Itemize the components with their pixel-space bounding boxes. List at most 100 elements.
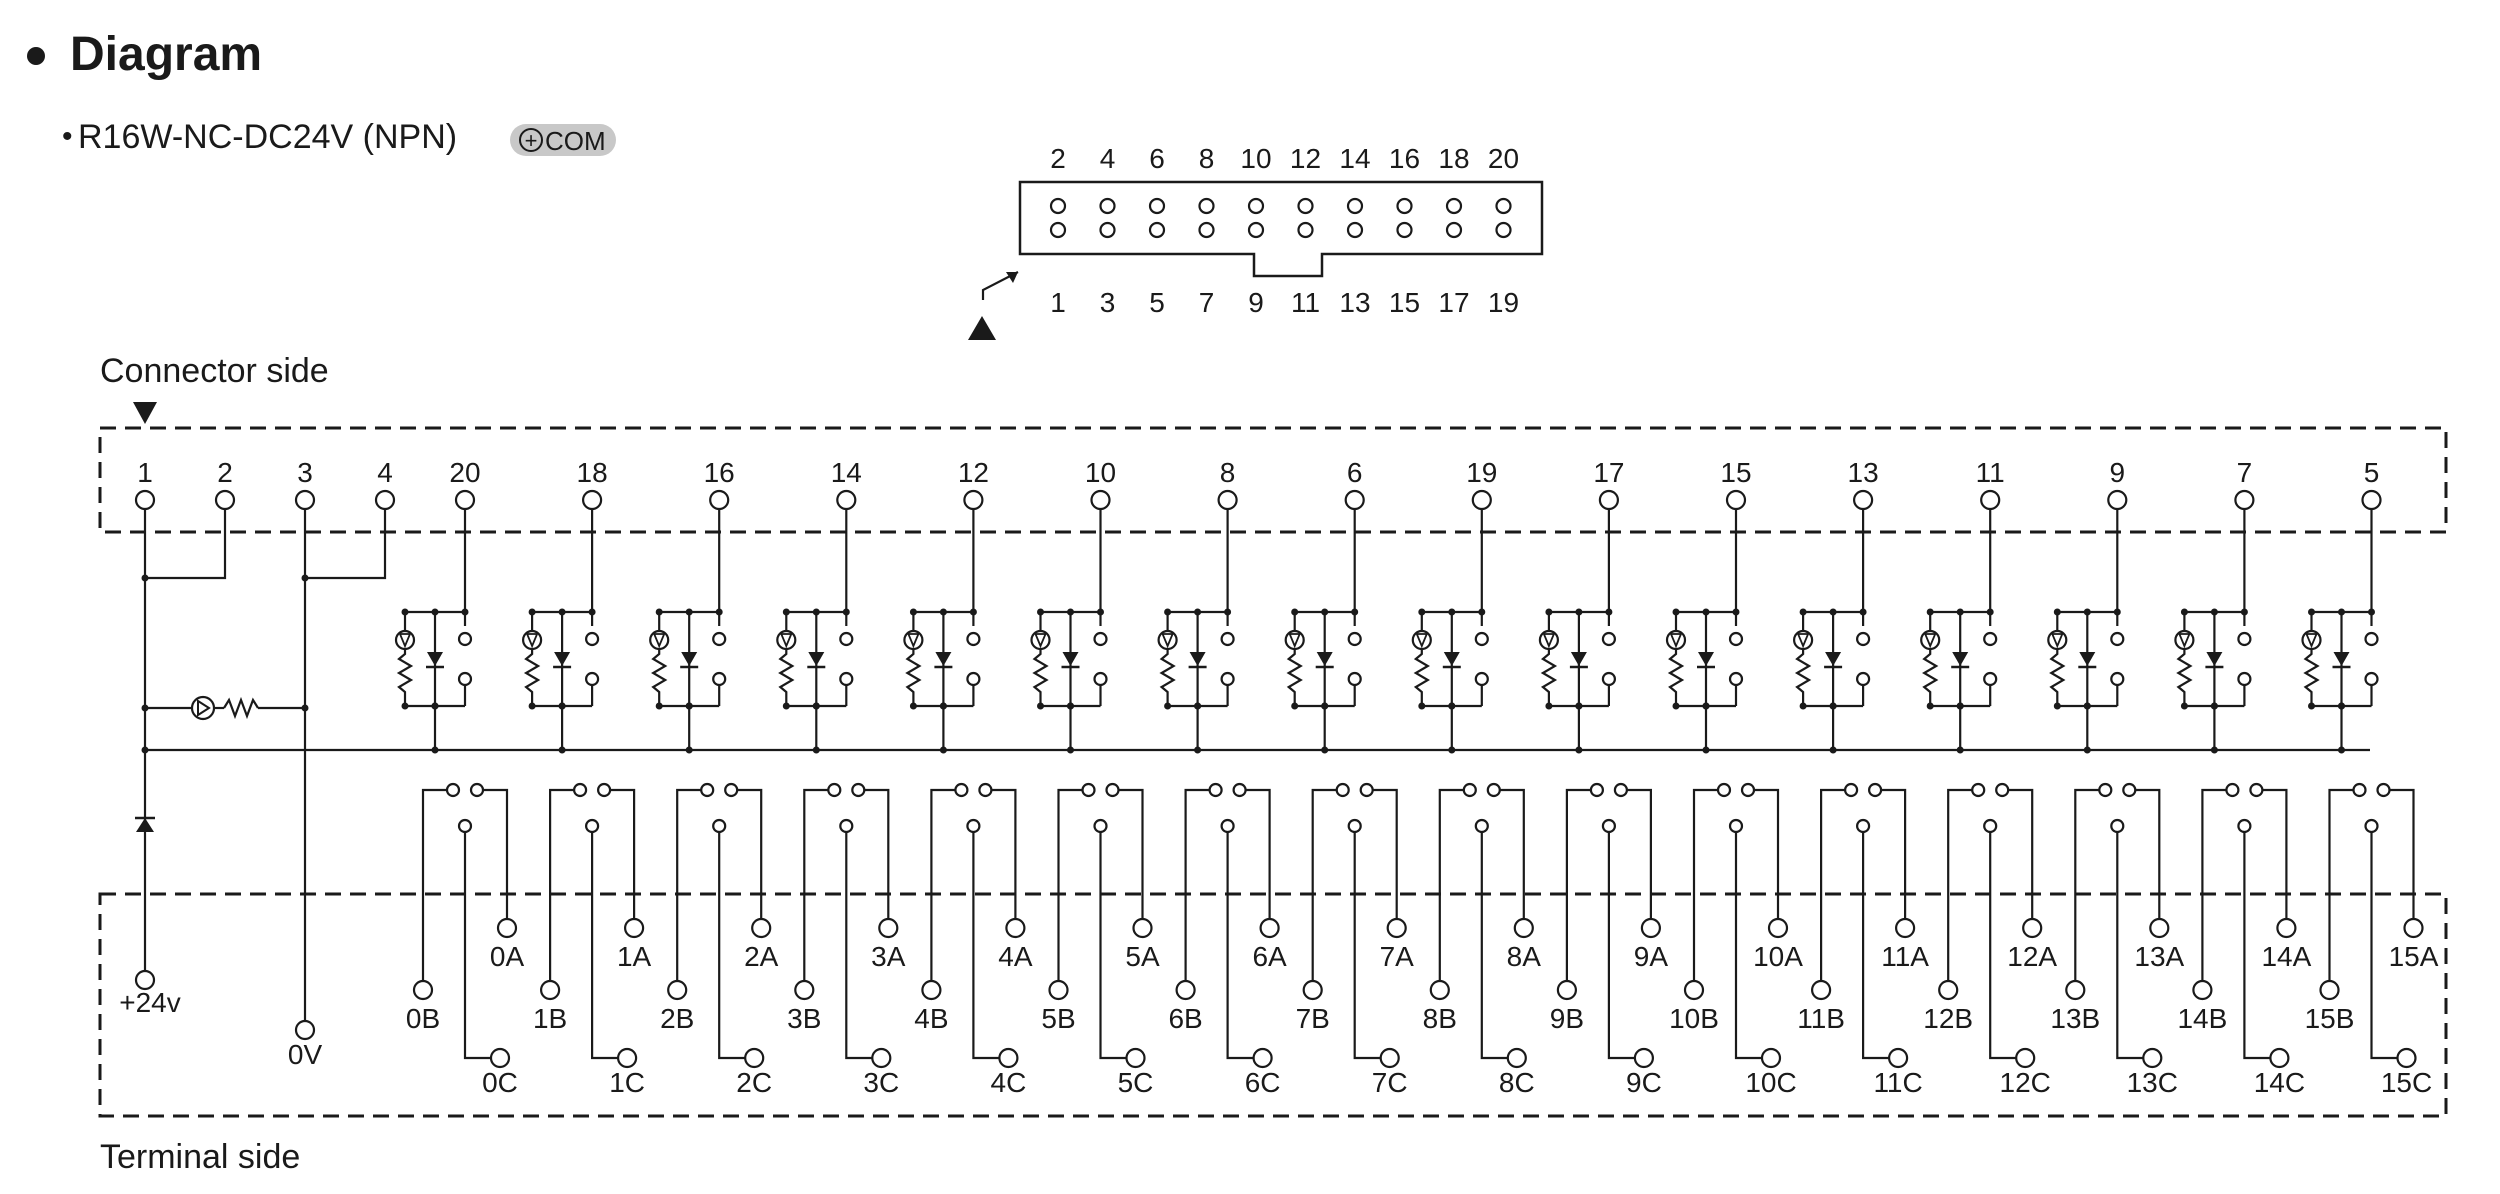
- junction-dot: [2053, 608, 2061, 616]
- no-wire: [2008, 788, 2034, 928]
- flyback-diode-icon: [1062, 652, 1079, 666]
- junction-dot: [685, 702, 693, 710]
- terminal-b: [539, 979, 561, 1001]
- relay-contact-icon: [1971, 782, 1986, 798]
- junction-dot: [1859, 608, 1867, 616]
- junction-dot: [1097, 608, 1104, 616]
- terminal-c-label: 3C: [863, 1067, 899, 1098]
- pin-number-bottom: 3: [1100, 287, 1116, 318]
- junction-dot: [1448, 608, 1456, 616]
- nc-wire: [676, 788, 702, 990]
- terminal-b: [1810, 979, 1832, 1001]
- terminal-c-label: 4C: [991, 1067, 1027, 1098]
- junction-dot: [1672, 702, 1680, 710]
- terminal-b: [1938, 979, 1959, 1001]
- no-wire: [2262, 788, 2288, 928]
- terminal-b: [2319, 979, 2340, 1001]
- pin-hole-bottom: [1198, 221, 1215, 239]
- junction-dot: [1478, 608, 1486, 616]
- connector-pin-label: 2: [217, 457, 233, 488]
- junction-dot: [1956, 608, 1964, 616]
- power-resistor-icon: [223, 696, 259, 720]
- no-wire: [610, 788, 636, 928]
- coil-contact-icon: [1601, 671, 1617, 687]
- connector-outline: [1018, 180, 1544, 278]
- pin-number-bottom: 19: [1488, 287, 1519, 318]
- nc-wire: [421, 788, 447, 990]
- terminal-side-box: [98, 892, 2448, 1118]
- terminal-c: [1125, 1047, 1146, 1069]
- relay-contact-icon: [2352, 782, 2367, 798]
- junction-dot: [1926, 608, 1934, 616]
- resistor-icon: [2303, 649, 2320, 706]
- resistor-icon: [1922, 649, 1939, 706]
- flyback-diode-icon: [1316, 652, 1333, 666]
- junction-dot: [1194, 608, 1202, 616]
- junction-dot: [1194, 702, 1202, 710]
- com-wire: [590, 832, 619, 1060]
- terminal-b-label: 9B: [1550, 1003, 1584, 1034]
- pin-number-bottom: 15: [1389, 287, 1420, 318]
- no-wire: [2135, 788, 2161, 928]
- junction-dot: [2210, 746, 2218, 754]
- terminal-a-label: 6A: [1252, 941, 1287, 972]
- connector-pin: [1598, 489, 1620, 511]
- nc-wire: [930, 788, 956, 990]
- junction-dot: [528, 702, 536, 710]
- pin-number-top: 6: [1149, 143, 1165, 174]
- terminal-a-label: 14A: [2261, 941, 2311, 972]
- zero-volt-label: 0V: [288, 1039, 323, 1070]
- connector-pin: [1090, 489, 1111, 511]
- coil-contact-icon: [839, 631, 854, 647]
- flyback-diode-icon: [1570, 652, 1587, 666]
- zero-volt-terminal: [294, 1019, 316, 1041]
- junction-dot: [558, 608, 566, 616]
- terminal-a: [1640, 917, 1662, 939]
- junction-dot: [685, 608, 693, 616]
- terminal-a-label: 4A: [998, 941, 1033, 972]
- relay-contact-icon: [2225, 782, 2240, 798]
- plus24v-label: +24v: [119, 987, 181, 1018]
- led-diode: [1415, 633, 1429, 649]
- junction-dot: [715, 608, 723, 616]
- nc-wire: [1438, 788, 1464, 990]
- terminal-a-label: 7A: [1380, 941, 1415, 972]
- pin-hole-top: [1148, 197, 1166, 215]
- led-diode: [2178, 633, 2191, 649]
- terminal-c: [744, 1047, 765, 1069]
- connector-pin: [2234, 489, 2255, 511]
- connector-pin-label: 9: [2110, 457, 2126, 488]
- terminal-c-label: 2C: [736, 1067, 772, 1098]
- com-wire: [718, 832, 746, 1060]
- led-diode: [1669, 633, 1683, 649]
- terminal-a-label: 15A: [2389, 941, 2439, 972]
- terminal-c-label: 13C: [2127, 1067, 2178, 1098]
- connector-pin: [214, 489, 236, 511]
- pin-number-top: 12: [1290, 143, 1321, 174]
- junction-dot: [1956, 702, 1964, 710]
- connector-pin: [1725, 489, 1747, 511]
- pin-hole-bottom: [1297, 221, 1314, 239]
- junction-dot: [842, 608, 850, 616]
- terminal-a-label: 10A: [1753, 941, 1803, 972]
- led-diode: [2050, 633, 2064, 649]
- pin-number-top: 10: [1240, 143, 1271, 174]
- nc-wire: [548, 788, 575, 990]
- junction-dot: [2308, 702, 2315, 710]
- terminal-b: [667, 979, 688, 1001]
- relay-contact-icon: [1359, 782, 1374, 798]
- no-wire: [737, 788, 763, 928]
- flyback-diode-icon: [1189, 652, 1206, 666]
- terminal-b-label: 0B: [406, 1003, 440, 1034]
- terminal-c-label: 9C: [1626, 1067, 1662, 1098]
- terminal-b-label: 13B: [2050, 1003, 2100, 1034]
- terminal-c-label: 6C: [1245, 1067, 1281, 1098]
- junction-dot: [2113, 608, 2121, 616]
- terminal-a: [1767, 917, 1789, 939]
- relay-contact-icon: [1462, 782, 1477, 798]
- pin-number-top: 8: [1199, 143, 1215, 174]
- terminal-c: [1760, 1047, 1782, 1069]
- pin-hole-top: [1297, 197, 1314, 215]
